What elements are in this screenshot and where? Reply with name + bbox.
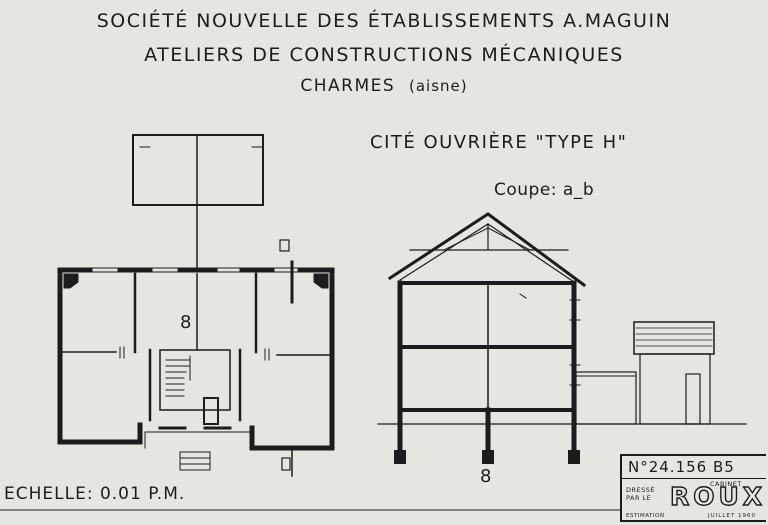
- plan-stair-hall: [144, 348, 251, 449]
- plan-outbuilding: [132, 134, 264, 206]
- floor-plan: [57, 134, 335, 477]
- plan-number: 8: [180, 312, 193, 333]
- plan-entrance-steps: [179, 451, 211, 471]
- drawn-by-label: DRESSÉ PAR LE: [626, 486, 655, 502]
- drawn-by-line1: DRESSÉ: [626, 486, 655, 494]
- cabinet-label: CABINET: [710, 480, 742, 488]
- drawing-subtitle: CITÉ OUVRIÈRE "TYPE H": [370, 132, 628, 153]
- section-a-b: [377, 212, 747, 464]
- location-town: CHARMES: [300, 76, 396, 96]
- section-roof: [387, 212, 587, 288]
- scale-label: ECHELLE: 0.01 P.M.: [4, 484, 186, 504]
- cabinet-name: ROUX: [669, 481, 767, 511]
- reference-number: N°24.156 B5: [628, 458, 735, 476]
- estimation-label: ESTIMATION: [626, 513, 665, 519]
- location: CHARMES (aisne): [0, 76, 768, 96]
- section-floors: [398, 281, 576, 412]
- section-walls: [397, 280, 577, 461]
- drawing-date: JUILLET 1960: [708, 513, 756, 519]
- title-block: N°24.156 B5 DRESSÉ PAR LE ROUX CABINET E…: [620, 454, 766, 522]
- section-shed: [575, 321, 715, 425]
- drawn-by-line2: PAR LE: [626, 494, 652, 502]
- section-label: Coupe: a_b: [494, 180, 595, 200]
- section-number: 8: [480, 466, 493, 487]
- workshop-name: ATELIERS DE CONSTRUCTIONS MÉCANIQUES: [144, 44, 624, 66]
- plan-interior-walls: [61, 239, 331, 361]
- location-region: (aisne): [408, 77, 468, 95]
- title-block-divider: [622, 478, 766, 479]
- company-name: SOCIÉTÉ NOUVELLE DES ÉTABLISSEMENTS A.MA…: [96, 10, 672, 32]
- plan-exterior-walls: [57, 267, 335, 451]
